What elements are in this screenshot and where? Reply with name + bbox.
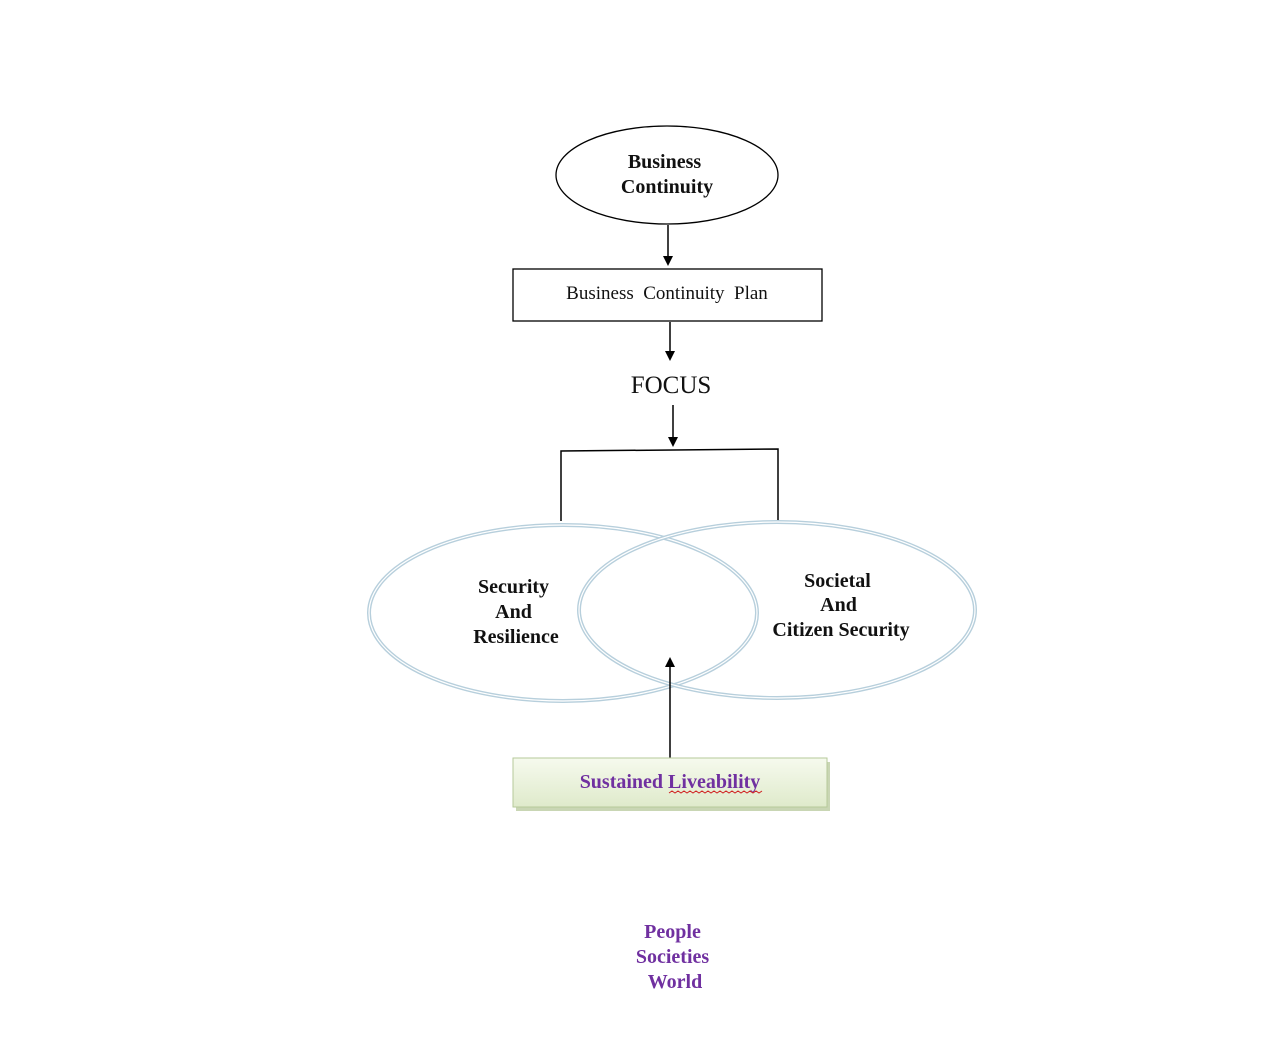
security-line-1: Security xyxy=(478,576,549,598)
security-resilience-circle: Security And Resilience xyxy=(367,523,759,703)
plan-box xyxy=(512,268,823,322)
business-continuity-plan-node: Business Continuity Plan xyxy=(512,268,823,322)
bottom-text: People Societies World xyxy=(636,921,714,993)
societal-citizen-circle: Societal And Citizen Security xyxy=(577,520,977,700)
focus-label: FOCUS xyxy=(631,372,712,399)
split-bracket xyxy=(560,448,779,521)
bottom-line-1: People xyxy=(644,921,701,943)
business-continuity-line-2: Continuity xyxy=(621,176,713,198)
business-continuity-line-1: Business xyxy=(628,151,702,173)
outcome-box xyxy=(512,757,828,808)
societal-line-3: Citizen Security xyxy=(772,619,909,641)
bottom-line-2: Societies xyxy=(636,946,710,968)
outcome-label: Sustained Liveability xyxy=(580,771,761,793)
business-continuity-node: Business Continuity xyxy=(555,125,779,225)
business-continuity-ellipse xyxy=(555,125,779,225)
bottom-line-3: World xyxy=(648,971,702,993)
societal-line-1: Societal xyxy=(804,570,871,592)
security-line-3: Resilience xyxy=(473,626,559,648)
societal-line-2: And xyxy=(820,594,857,616)
svg-text:Security And Resil: Security And Resilience xyxy=(473,576,559,648)
sustained-liveability-node: Sustained Liveability xyxy=(512,757,830,811)
svg-text:Business Continuity: Business Continuity xyxy=(621,151,713,198)
spellcheck-squiggle xyxy=(668,790,763,794)
svg-text:Societal And Citiz: Societal And Citizen Security xyxy=(772,570,909,641)
plan-label: Business Continuity Plan xyxy=(566,283,768,304)
security-line-2: And xyxy=(495,601,532,623)
